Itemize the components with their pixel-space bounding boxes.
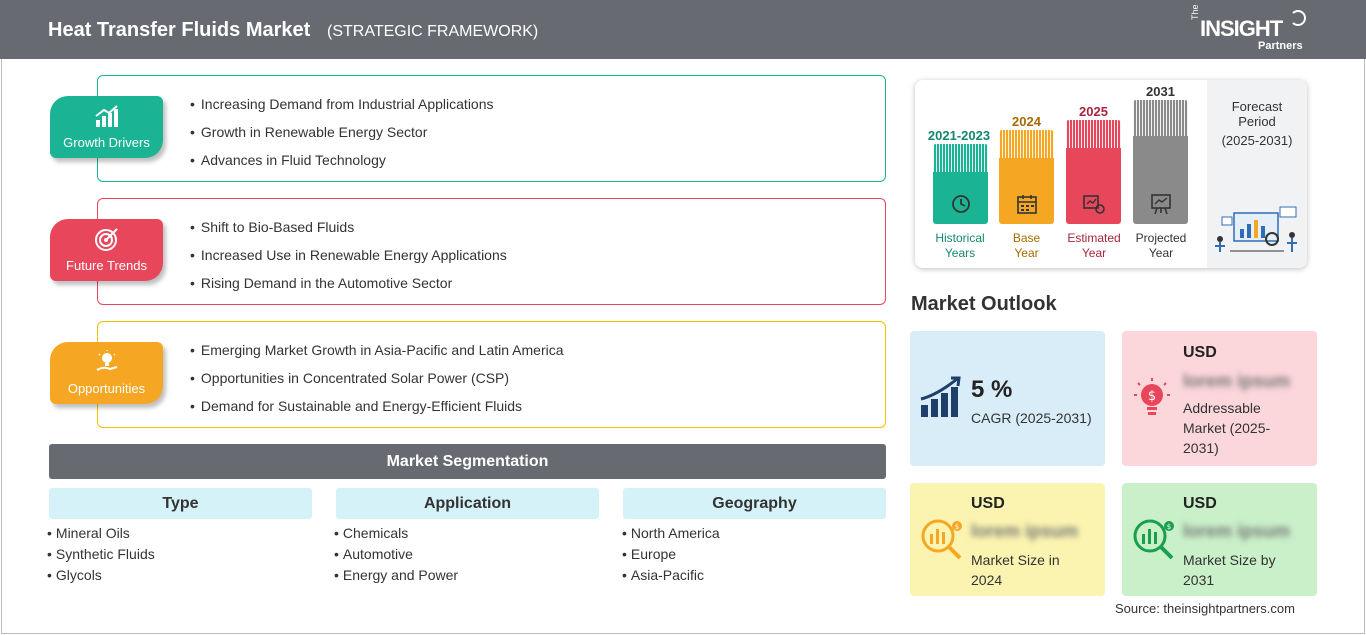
market-size-2024-card: $ USD lorem ipsum Market Size in 2024 <box>910 483 1105 596</box>
source-note: Source: theinsightpartners.com <box>1115 601 1295 616</box>
addressable-label: Addressable Market (2025-2031) <box>1183 400 1271 456</box>
size2031-usd: USD <box>1183 495 1217 512</box>
list-item: Mineral Oils <box>47 525 155 546</box>
addressable-value: lorem ipsum <box>1183 371 1291 391</box>
growth-bars-icon <box>920 376 961 417</box>
size2024-usd: USD <box>971 495 1005 512</box>
insight-partners-logo: The INSIGHT Partners <box>1190 4 1310 52</box>
market-outlook-title: Market Outlook <box>911 293 1057 315</box>
list-item: Advances in Fluid Technology <box>190 152 494 180</box>
opportunities-badge: Opportunities <box>50 342 163 404</box>
cagr-label: CAGR (2025-2031) <box>971 410 1092 426</box>
bar-base <box>999 130 1054 224</box>
list-item: Growth in Renewable Energy Sector <box>190 124 494 152</box>
future-trends-box: Shift to Bio-Based Fluids Increased Use … <box>97 198 886 305</box>
svg-text:$: $ <box>955 523 959 531</box>
period-label: Period <box>1238 114 1276 129</box>
addressable-usd: USD <box>1183 344 1217 361</box>
growth-drivers-box: Increasing Demand from Industrial Applic… <box>97 75 886 182</box>
page-subtitle: (STRATEGIC FRAMEWORK) <box>327 23 539 40</box>
size2031-label: Market Size by 2031 <box>1183 552 1276 588</box>
year-label-projected: 2031 <box>1146 84 1175 99</box>
list-item: Increased Use in Renewable Energy Applic… <box>190 247 507 275</box>
bar-estimated <box>1066 120 1121 224</box>
analytics-people-icon <box>1215 206 1297 252</box>
badge-label: Opportunities <box>67 381 146 396</box>
year-label-estimated: 2025 <box>1079 104 1108 119</box>
segment-list-application: Chemicals Automotive Energy and Power <box>334 525 458 588</box>
market-segmentation-header: Market Segmentation <box>49 444 886 479</box>
target-icon <box>95 228 118 251</box>
opportunities-box: Emerging Market Growth in Asia-Pacific a… <box>97 321 886 428</box>
svg-text:$: $ <box>1148 389 1156 404</box>
list-item: Emerging Market Growth in Asia-Pacific a… <box>190 342 564 370</box>
list-item: Asia-Pacific <box>622 567 720 588</box>
badge-label: Future Trends <box>66 258 147 273</box>
list-item: Glycols <box>47 567 155 588</box>
list-item: Chemicals <box>334 525 458 546</box>
future-trends-badge: Future Trends <box>50 219 163 281</box>
market-forecast-chart-icon: $ <box>1133 519 1174 560</box>
growth-drivers-badge: Growth Drivers <box>50 96 163 158</box>
addressable-market-card: $ USD lorem ipsum Addressable Market (20… <box>1122 331 1317 466</box>
list-item: Demand for Sustainable and Energy-Effici… <box>190 398 564 426</box>
dollar-bulb-icon: $ <box>1134 378 1170 415</box>
list-item: Automotive <box>334 546 458 567</box>
list-item: Energy and Power <box>334 567 458 588</box>
bar-projected <box>1133 100 1188 224</box>
calendar-icon <box>1017 195 1037 214</box>
estimate-gear-icon <box>1083 195 1105 214</box>
cagr-value: 5 % <box>971 376 1013 403</box>
projection-board-icon <box>1151 194 1171 215</box>
list-item: Rising Demand in the Automotive Sector <box>190 275 507 303</box>
forecast-period-panel: Forecast Period (2025-2031) <box>1207 80 1307 268</box>
header-bar: Heat Transfer Fluids Market (STRATEGIC F… <box>0 0 1366 59</box>
bar-historical <box>933 144 988 224</box>
size2024-label: Market Size in 2024 <box>971 552 1060 588</box>
lightbulb-hand-icon <box>96 350 118 371</box>
segment-list-geography: North America Europe Asia-Pacific <box>622 525 720 588</box>
market-size-2031-card: $ USD lorem ipsum Market Size by 2031 <box>1122 483 1317 596</box>
size2031-value: lorem ipsum <box>1183 521 1291 541</box>
segment-heading-application: Application <box>336 488 599 519</box>
size2024-value: lorem ipsum <box>971 521 1079 541</box>
content-frame <box>1 59 1365 634</box>
list-item: Shift to Bio-Based Fluids <box>190 219 507 247</box>
market-size-chart-icon: $ <box>921 519 962 560</box>
forecast-range: (2025-2031) <box>1221 133 1293 148</box>
list-item: North America <box>622 525 720 546</box>
badge-label: Growth Drivers <box>63 135 150 150</box>
segment-list-type: Mineral Oils Synthetic Fluids Glycols <box>47 525 155 588</box>
history-clock-icon <box>952 195 970 213</box>
list-item: Europe <box>622 546 720 567</box>
growth-chart-icon <box>95 105 118 127</box>
segment-heading-geography: Geography <box>623 488 886 519</box>
list-item: Synthetic Fluids <box>47 546 155 567</box>
page-title: Heat Transfer Fluids Market <box>48 19 311 41</box>
year-label-base: 2024 <box>1012 114 1041 129</box>
forecast-label: Forecast <box>1231 99 1283 114</box>
cagr-card: 5 % CAGR (2025-2031) <box>910 331 1105 466</box>
list-item: Opportunities in Concentrated Solar Powe… <box>190 370 564 398</box>
list-item: Increasing Demand from Industrial Applic… <box>190 96 494 124</box>
segment-heading-type: Type <box>49 488 312 519</box>
year-label-historical: 2021-2023 <box>927 128 991 143</box>
svg-text:$: $ <box>1167 523 1171 531</box>
